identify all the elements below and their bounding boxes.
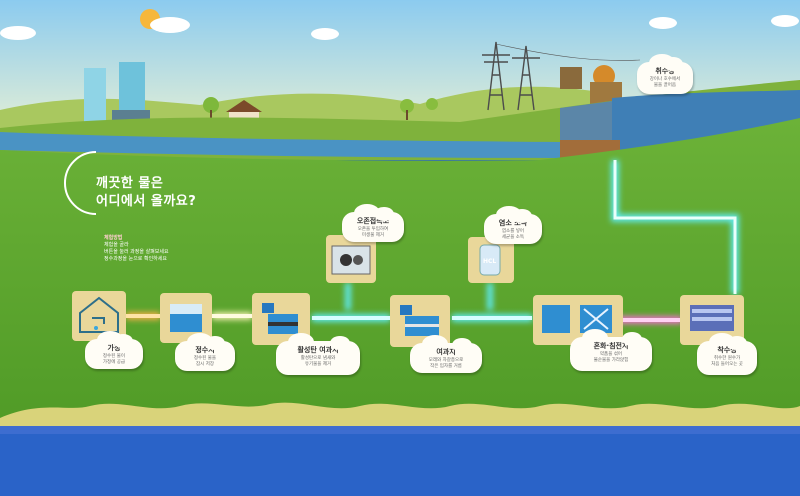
intake-plant-desc-2: 처음 들어오는 곳 [711,362,743,367]
chlorine-desc-1: 염소를 넣어 [501,229,525,234]
clear-well-title: 정수지 [195,346,215,354]
clear-well-desc-1: 정수된 물을 [193,356,217,361]
question-line-1: 깨끗한 물은 [96,176,164,191]
building-left [84,68,106,122]
station-filter-icon [390,295,450,347]
station-chlorine-icon [468,237,514,283]
intake-desc-1: 강이나 호수에서 [649,77,681,82]
experience-instructions: 체험방법 체험을 골라 버튼을 눌러 과정을 살펴보세요 정수과정을 눈으로 확… [104,235,169,263]
mixing-title: 혼화·침전지 [593,342,629,350]
experience-line-1: 체험을 골라 [104,242,129,248]
floor [0,432,800,496]
intake-plant-title: 착수정 [717,346,737,354]
filter-desc-1: 모래와 자갈층으로 [428,358,464,363]
filter-title: 여과지 [436,348,456,356]
clear-well-desc-2: 잠시 저장 [196,362,214,367]
activated-carbon-desc-2: 유기물을 제거 [304,362,332,367]
intake-title: 취수장 [655,67,675,75]
experience-title: 체험방법 [104,235,123,241]
filter-desc-2: 작은 입자를 거름 [430,364,462,369]
station-intake-plant-icon [680,295,744,345]
hcl-label: HCL [483,258,497,265]
ozone-title: 오존접촉조 [356,217,390,225]
station-home-icon [72,291,126,341]
activated-carbon-desc-1: 활성탄으로 냄새와 [300,356,336,361]
mixing-desc-2: 불순물을 가라앉힘 [593,358,629,363]
chlorine-desc-2: 세균을 소독 [501,235,525,240]
mixing-desc-1: 약품을 섞어 [599,352,623,357]
station-ozone-icon [326,235,376,283]
station-activated-carbon-icon [252,293,310,345]
chlorine-title: 염소 소독 [498,219,528,227]
experience-line-3: 정수과정을 눈으로 확인하세요 [104,256,167,262]
ozone-desc-1: 오존을 투입하여 [357,227,389,232]
intake-plant-desc-1: 취수한 원수가 [713,356,741,361]
question-line-2: 어디에서 올까요? [96,194,197,209]
home-desc-1: 정수된 물이 [102,354,126,359]
question-arc [64,151,97,215]
activated-carbon-title: 활성탄 여과지 [297,346,339,354]
ozone-desc-2: 미생물 제거 [361,233,385,238]
experience-line-2: 버튼을 눌러 과정을 살펴보세요 [104,249,169,255]
station-clear-well-icon [160,293,212,343]
home-title: 가정 [107,344,121,352]
power-pylon-icon [482,41,540,111]
home-desc-2: 가정에 공급 [102,360,126,365]
intake-desc-2: 물을 끌어옴 [653,83,677,88]
question-heading: 깨끗한 물은 어디에서 올까요? [96,175,196,211]
